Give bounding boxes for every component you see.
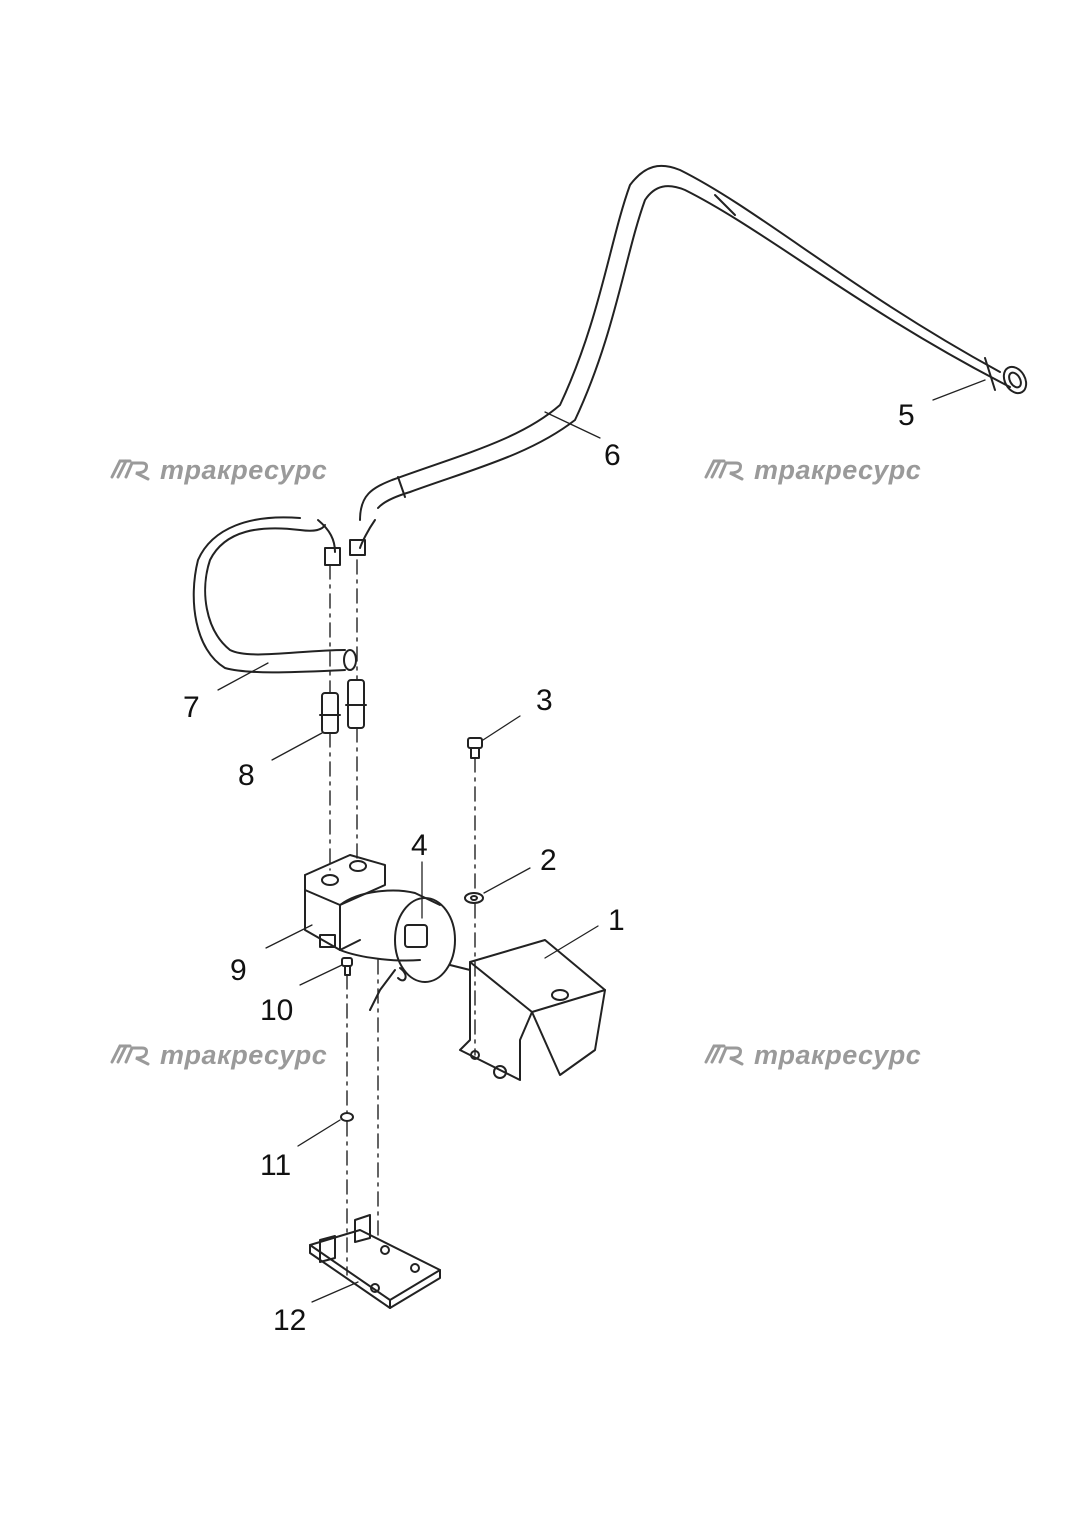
bracket-part-1 [459,939,606,1081]
logo-icon [702,1042,746,1068]
logo-icon [108,1042,152,1068]
motor-part-4 [339,889,471,1011]
watermark-text: тракресурс [754,454,922,485]
logo-icon [702,457,746,483]
callout-1: 1 [608,904,625,937]
watermark-text: тракресурс [754,1039,922,1070]
pump-block-part-9 [304,854,386,951]
assembly-lines [329,559,476,1276]
callout-2: 2 [540,844,557,877]
callout-5: 5 [898,399,915,432]
bolt-part-3 [467,737,483,759]
callout-4: 4 [411,829,428,862]
watermark: тракресурс [702,452,921,488]
fitting-part-8 [319,679,367,734]
hose-end-part-5 [984,357,1028,395]
callout-labels: 1 2 3 4 5 6 7 8 9 10 11 12 [183,399,915,1337]
watermark: тракресурс [108,452,327,488]
callout-3: 3 [536,684,553,717]
watermark-text: тракресурс [160,454,328,485]
watermark: тракресурс [108,1037,327,1073]
washer-part-2 [464,892,484,904]
callout-7: 7 [183,691,200,724]
mounting-plate-part-12 [309,1214,441,1309]
logo-icon [108,457,152,483]
callout-9: 9 [230,954,247,987]
curved-hose-part-7 [192,516,366,674]
callout-8: 8 [238,759,255,792]
callout-12: 12 [273,1304,306,1337]
callout-11: 11 [260,1149,291,1182]
long-hose-part-6 [359,164,1011,549]
callout-6: 6 [604,439,621,472]
watermark: тракресурс [702,1037,921,1073]
washer-part-11 [340,1112,354,1122]
screw-part-10 [341,957,353,976]
watermark-text: тракресурс [160,1039,328,1070]
leader-lines [217,379,986,1303]
callout-10: 10 [260,994,293,1027]
